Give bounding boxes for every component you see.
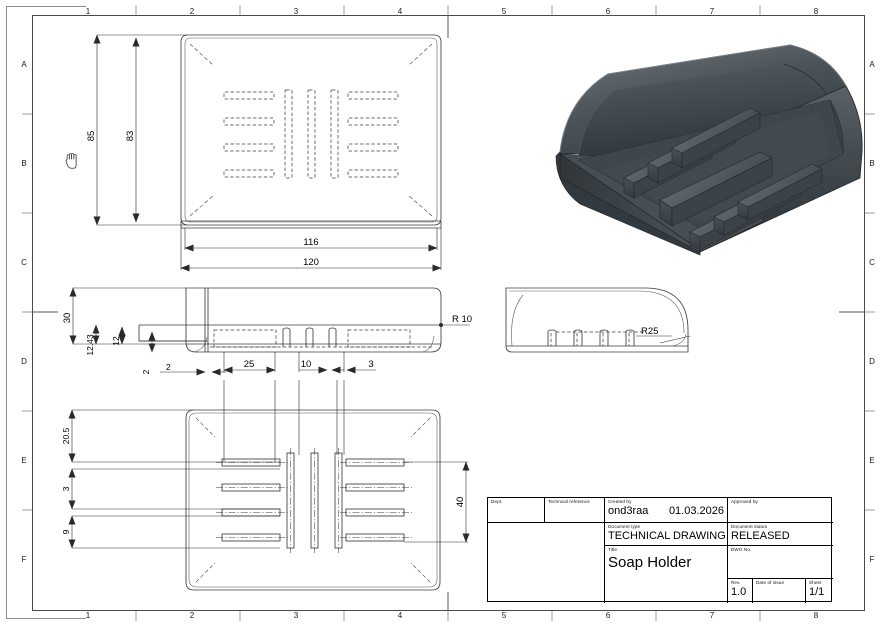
paper-edge-top bbox=[6, 6, 86, 7]
document-type-value: TECHNICAL DRAWING bbox=[608, 530, 726, 542]
zone-row-c-right: C bbox=[869, 258, 875, 267]
titleblock-sheet-cell: Sheet 1/1 bbox=[806, 579, 833, 603]
drawing-frame-border bbox=[32, 15, 865, 611]
created-by-caption: Created by bbox=[608, 499, 632, 504]
titleblock-dwg-no-cell: DWG No. bbox=[728, 546, 833, 579]
title-block: Dept. Technical reference Created by ond… bbox=[487, 497, 833, 603]
zone-column-7-top: 7 bbox=[709, 7, 715, 16]
zone-column-1-top: 1 bbox=[85, 7, 91, 16]
zone-row-c-left: C bbox=[21, 258, 27, 267]
titleblock-dept-cell: Dept. bbox=[488, 498, 545, 523]
zone-row-b-right: B bbox=[869, 159, 875, 168]
title-value: Soap Holder bbox=[608, 554, 692, 571]
paper-edge-left bbox=[6, 6, 7, 619]
zone-column-2-bottom: 2 bbox=[189, 611, 195, 620]
titleblock-document-status-cell: Document status RELEASED bbox=[728, 523, 833, 546]
sheet-caption: Sheet bbox=[809, 580, 822, 585]
titleblock-blank-left-lower bbox=[488, 546, 605, 603]
zone-row-d-left: D bbox=[21, 357, 27, 366]
zone-column-4-top: 4 bbox=[397, 7, 403, 16]
zone-column-1-bottom: 1 bbox=[85, 611, 91, 620]
titleblock-approved-by-cell: Approved by bbox=[728, 498, 833, 523]
document-status-value: RELEASED bbox=[731, 530, 790, 542]
sheet-value: 1/1 bbox=[809, 586, 825, 598]
titleblock-created-by-cell: Created by ond3raa 01.03.2026 bbox=[605, 498, 728, 523]
paper-edge-bottom bbox=[6, 618, 86, 619]
zone-column-3-bottom: 3 bbox=[293, 611, 299, 620]
created-date-value: 01.03.2026 bbox=[668, 505, 724, 517]
zone-column-4-bottom: 4 bbox=[397, 611, 403, 620]
zone-column-5-top: 5 bbox=[501, 7, 507, 16]
approved-by-caption: Approved by bbox=[731, 499, 758, 504]
titleblock-title-cell: Title Soap Holder bbox=[605, 546, 728, 603]
date-of-issue-caption: Date of issue bbox=[756, 580, 785, 585]
dwg-no-caption: DWG No. bbox=[731, 547, 752, 552]
titleblock-blank-left-upper bbox=[488, 523, 605, 546]
titleblock-date-of-issue-cell: Date of issue bbox=[753, 579, 806, 603]
zone-row-a-left: A bbox=[21, 60, 27, 69]
grab-hand-cursor bbox=[65, 153, 77, 169]
zone-column-7-bottom: 7 bbox=[709, 611, 715, 620]
zone-row-f-right: F bbox=[869, 555, 875, 564]
document-status-caption: Document status bbox=[731, 524, 767, 529]
zone-row-e-left: E bbox=[21, 456, 27, 465]
zone-row-b-left: B bbox=[21, 159, 27, 168]
zone-column-6-bottom: 6 bbox=[605, 611, 611, 620]
rev-caption: Rev. bbox=[731, 580, 741, 585]
zone-row-f-left: F bbox=[21, 555, 27, 564]
technical-reference-caption: Technical reference bbox=[548, 499, 590, 504]
zone-column-8-bottom: 8 bbox=[813, 611, 819, 620]
zone-column-3-top: 3 bbox=[293, 7, 299, 16]
titleblock-document-type-cell: Document type TECHNICAL DRAWING bbox=[605, 523, 728, 546]
zone-column-8-top: 8 bbox=[813, 7, 819, 16]
rev-value: 1.0 bbox=[731, 586, 747, 598]
zone-row-d-right: D bbox=[869, 357, 875, 366]
document-type-caption: Document type bbox=[608, 524, 641, 529]
zone-row-e-right: E bbox=[869, 456, 875, 465]
dept-caption: Dept. bbox=[491, 499, 503, 504]
zone-row-a-right: A bbox=[869, 60, 875, 69]
created-by-value: ond3raa bbox=[608, 505, 649, 517]
zone-column-5-bottom: 5 bbox=[501, 611, 507, 620]
title-caption: Title bbox=[608, 547, 618, 552]
titleblock-technical-reference-cell: Technical reference bbox=[545, 498, 605, 523]
zone-column-6-top: 6 bbox=[605, 7, 611, 16]
zone-column-2-top: 2 bbox=[189, 7, 195, 16]
titleblock-rev-cell: Rev. 1.0 bbox=[728, 579, 753, 603]
